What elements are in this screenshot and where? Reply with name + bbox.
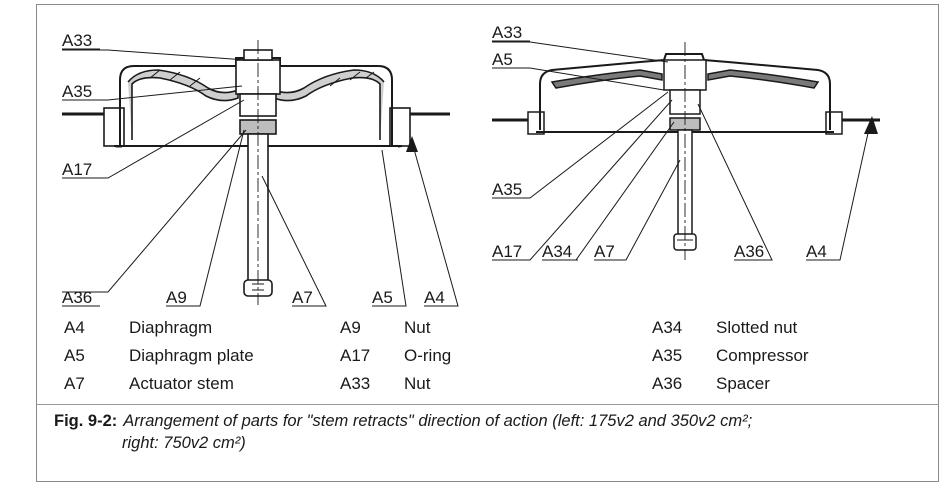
legend-code: A34 [652, 318, 683, 337]
callout-right-a5: A5 [492, 50, 513, 69]
legend-name: Spacer [716, 374, 770, 393]
left-actuator-drawing [62, 40, 459, 307]
caption-divider [36, 404, 939, 405]
callout-right-a34: A34 [542, 242, 572, 261]
legend-name: O-ring [404, 346, 452, 365]
callout-right-a33: A33 [492, 23, 522, 42]
legend-code: A5 [64, 346, 85, 365]
legend-name: Nut [404, 318, 431, 337]
legend-code: A35 [652, 346, 683, 365]
legend-name: Diaphragm plate [129, 346, 254, 365]
legend-code: A17 [340, 346, 371, 365]
callout-left-a35: A35 [62, 82, 92, 101]
callout-right-a35: A35 [492, 180, 522, 199]
callout-right-a4: A4 [806, 242, 827, 261]
callout-right-a36: A36 [734, 242, 764, 261]
callout-left-a4: A4 [424, 288, 445, 307]
legend-name: Nut [404, 374, 431, 393]
legend-code: A4 [64, 318, 85, 337]
legend-code: A33 [340, 374, 371, 393]
callout-left-a33: A33 [62, 31, 92, 50]
legend-name: Compressor [716, 346, 809, 365]
legend-code: A7 [64, 374, 85, 393]
legend-code: A36 [652, 374, 683, 393]
callout-right-a7: A7 [594, 242, 615, 261]
callout-left-a7: A7 [292, 288, 313, 307]
legend-code: A9 [340, 318, 361, 337]
callout-left-a9: A9 [166, 288, 187, 307]
right-actuator-drawing [492, 41, 880, 261]
legend-name: Diaphragm [129, 318, 213, 337]
caption-label: Fig. 9-2: [54, 412, 118, 430]
figure-caption: Fig. 9-2: Arrangement of parts for "stem … [54, 410, 914, 454]
callout-right-a17: A17 [492, 242, 522, 261]
caption-line-1: Arrangement of parts for "stem retracts"… [123, 412, 753, 430]
callout-left-a36: A36 [62, 288, 92, 307]
callout-left-a5: A5 [372, 288, 393, 307]
callout-left-a17: A17 [62, 160, 92, 179]
legend-name: Slotted nut [716, 318, 798, 337]
legend-name: Actuator stem [129, 374, 234, 393]
caption-line-2: right: 750v2 cm²) [122, 434, 246, 452]
